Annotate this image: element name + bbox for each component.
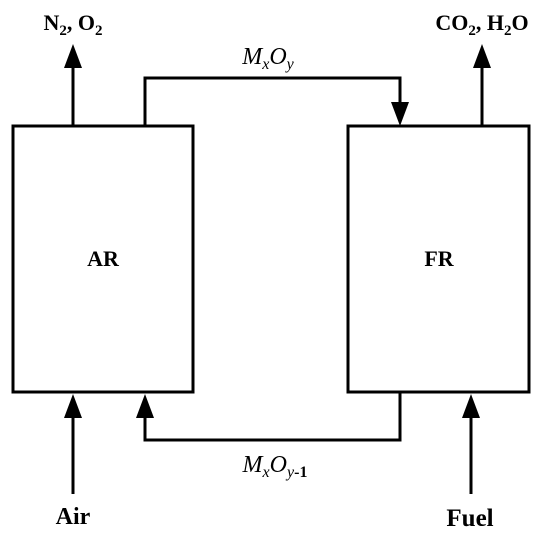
separator-text: , [67, 10, 78, 35]
oxidized-carrier-flow-arrow [143, 76, 409, 126]
n2-text: N [43, 10, 59, 35]
o2-subscript: 2 [95, 23, 103, 39]
oxygen-subscript: y [285, 464, 295, 481]
metal-subscript: x [261, 56, 269, 73]
fuel-reactor-exhaust-arrow [473, 44, 491, 126]
fuel-reactor-label: FR [424, 246, 454, 271]
metal-symbol: M [242, 452, 265, 478]
air-input-arrow [64, 394, 82, 494]
h2o-subscript: 2 [504, 23, 512, 39]
o2-text: O [78, 10, 95, 35]
air-reactor-label: AR [87, 246, 120, 271]
oxygen-symbol: O [270, 452, 287, 478]
n2-subscript: 2 [59, 23, 67, 39]
fuel-input-arrow [462, 394, 480, 494]
fuel-reactor-box [346, 124, 531, 394]
metal-subscript: x [262, 464, 270, 481]
oxygen-symbol: O [269, 44, 286, 70]
air-reactor-exhaust-label: N2, O2 [43, 10, 102, 39]
fuel-input-label: Fuel [446, 505, 493, 532]
co2-text: CO [435, 10, 468, 35]
air-reactor-box [11, 124, 195, 394]
oxidized-carrier-label: MxOy [241, 44, 294, 73]
co2-subscript: 2 [468, 23, 476, 39]
air-reactor-exhaust-arrow [64, 44, 82, 126]
h2o-h-text: H [487, 10, 504, 35]
oxygen-subscript: y [285, 56, 295, 73]
h2o-o-text: O [512, 10, 529, 35]
fuel-reactor-exhaust-label: CO2, H2O [435, 10, 528, 39]
air-input-label: Air [56, 504, 91, 530]
metal-symbol: M [241, 44, 264, 70]
oxygen-subscript-tail: -1 [294, 464, 307, 481]
separator-text: , [476, 10, 487, 35]
reduced-carrier-label: MxOy-1 [242, 452, 308, 481]
reduced-carrier-flow-arrow [136, 392, 402, 442]
